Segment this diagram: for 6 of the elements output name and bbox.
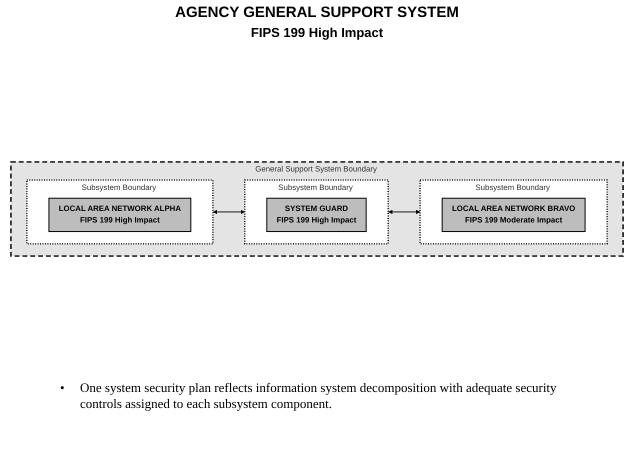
bullet-note: One system security plan reflects information system decomposition with adequate security controls assigned to each subsystem component. [80,380,558,412]
arrow [388,210,420,214]
diagram-title: AGENCY GENERAL SUPPORT SYSTEM [174,4,460,21]
arrow [212,210,245,214]
bullet-marker: • [60,380,66,397]
subtitle: FIPS 199 High Impact [250,25,384,40]
